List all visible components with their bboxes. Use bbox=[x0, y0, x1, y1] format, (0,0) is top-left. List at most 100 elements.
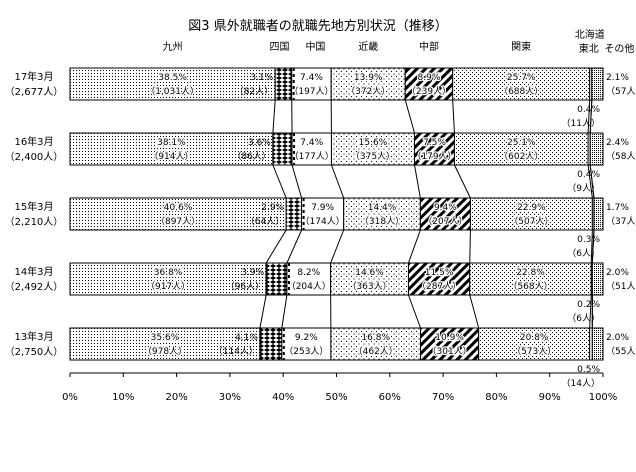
x-tick-label: 90% bbox=[539, 392, 561, 403]
data-label-count: （11人） bbox=[562, 118, 600, 129]
bars bbox=[69, 67, 604, 361]
bar-segment bbox=[330, 262, 409, 296]
legend-label: 中国 bbox=[305, 40, 325, 53]
connector-line bbox=[469, 229, 471, 264]
bar-segment bbox=[469, 197, 593, 231]
data-label-count: （568人） bbox=[508, 281, 552, 292]
data-label-count: （301人） bbox=[428, 346, 472, 357]
x-tick-label: 100% bbox=[589, 392, 618, 403]
category-total-label: （2,677人） bbox=[5, 86, 64, 98]
connector-line bbox=[452, 99, 455, 134]
data-label-count: （58人） bbox=[606, 151, 636, 162]
data-label-percent: 9.4% bbox=[434, 203, 457, 213]
bar-segment bbox=[330, 327, 422, 361]
legend-label: 近畿 bbox=[358, 40, 378, 53]
data-label-percent: 15.6% bbox=[359, 138, 388, 148]
x-tick-label: 80% bbox=[485, 392, 507, 403]
data-label-percent: 4.1% bbox=[235, 333, 258, 343]
data-label-count: （6人） bbox=[567, 313, 600, 324]
data-label-count: （462人） bbox=[354, 346, 398, 357]
data-label-count: （914人） bbox=[149, 151, 193, 162]
connector-line bbox=[286, 229, 303, 264]
x-tick-label: 0% bbox=[62, 392, 78, 403]
data-label-percent: 36.8% bbox=[154, 268, 183, 278]
data-label-percent: 0.4% bbox=[577, 170, 600, 180]
data-label-count: （602人） bbox=[499, 151, 543, 162]
category-year-label: 15年3月 bbox=[14, 200, 53, 213]
data-label-count: （917人） bbox=[146, 281, 190, 292]
bar-segment bbox=[69, 327, 261, 361]
connector-line bbox=[407, 294, 422, 329]
legend-label: 四国 bbox=[269, 41, 289, 53]
connector-line bbox=[281, 294, 288, 329]
x-tick-label: 50% bbox=[325, 392, 347, 403]
data-label-count: （9人） bbox=[567, 183, 600, 194]
bar-segment bbox=[404, 67, 454, 101]
data-label-percent: 1.7% bbox=[606, 203, 629, 213]
data-label-percent: 2.1% bbox=[606, 73, 629, 83]
data-label-count: （64人） bbox=[246, 216, 284, 227]
data-label-count: （82人） bbox=[235, 86, 273, 97]
bar-segment bbox=[478, 327, 591, 361]
data-label-percent: 0.3% bbox=[577, 235, 600, 245]
category-year-label: 13年3月 bbox=[14, 330, 53, 343]
data-label-percent: 35.6% bbox=[151, 333, 180, 343]
bar-segment bbox=[330, 67, 406, 101]
data-label-percent: 10.9% bbox=[435, 333, 464, 343]
data-label-percent: 25.7% bbox=[507, 73, 536, 83]
legend-label: 関東 bbox=[511, 40, 531, 53]
data-label-count: （207人） bbox=[423, 216, 467, 227]
data-label-percent: 3.9% bbox=[241, 268, 264, 278]
connector-line bbox=[404, 99, 415, 134]
bar-segment bbox=[343, 197, 421, 231]
category-year-label: 14年3月 bbox=[14, 265, 53, 278]
bar-segment bbox=[286, 262, 332, 296]
data-label-count: （14人） bbox=[562, 378, 600, 389]
data-label-percent: 22.8% bbox=[516, 268, 545, 278]
bar-segment bbox=[591, 262, 604, 296]
data-label-count: （287人） bbox=[417, 281, 461, 292]
connector-line bbox=[272, 164, 287, 199]
x-tick-label: 40% bbox=[272, 392, 294, 403]
data-label-percent: 40.6% bbox=[164, 203, 193, 213]
bar-segment bbox=[291, 132, 332, 166]
data-label-percent: 2.9% bbox=[261, 203, 284, 213]
data-label-percent: 14.4% bbox=[368, 203, 397, 213]
connector-line bbox=[587, 164, 593, 199]
data-label-count: （177人） bbox=[290, 151, 334, 162]
legend-label: 中部 bbox=[419, 40, 439, 53]
segment-connectors bbox=[259, 99, 595, 329]
data-label-percent: 7.4% bbox=[300, 73, 323, 83]
data-label-count: （86人） bbox=[232, 151, 270, 162]
data-label-percent: 14.6% bbox=[355, 268, 384, 278]
data-label-count: （573人） bbox=[512, 346, 556, 357]
data-label-percent: 2.4% bbox=[606, 138, 629, 148]
data-label-percent: 38.5% bbox=[158, 73, 187, 83]
bar-segment bbox=[469, 262, 592, 296]
connector-line bbox=[589, 164, 595, 199]
data-label-count: （897人） bbox=[156, 216, 200, 227]
connector-line bbox=[587, 99, 591, 134]
data-label-percent: 11.5% bbox=[425, 268, 454, 278]
data-label-percent: 0.5% bbox=[577, 365, 600, 375]
data-label-percent: 2.0% bbox=[606, 268, 629, 278]
data-label-percent: 3.1% bbox=[250, 73, 273, 83]
connector-line bbox=[590, 229, 593, 264]
data-label-count: （197人） bbox=[289, 86, 333, 97]
legend-label: 北海道 bbox=[575, 28, 605, 41]
bar-segment bbox=[452, 67, 591, 101]
x-tick-label: 70% bbox=[432, 392, 454, 403]
connector-line bbox=[589, 294, 592, 329]
bar-segment bbox=[69, 132, 274, 166]
data-label-percent: 25.1% bbox=[507, 138, 536, 148]
legend-label: その他 bbox=[604, 42, 634, 55]
connector-line bbox=[407, 229, 421, 264]
data-label-percent: 0.2% bbox=[577, 300, 600, 310]
category-total-label: （2,492人） bbox=[5, 281, 64, 293]
data-label-count: （179人） bbox=[412, 151, 456, 162]
data-label-percent: 16.8% bbox=[361, 333, 390, 343]
connector-line bbox=[589, 99, 593, 134]
data-label-count: （55人） bbox=[606, 346, 636, 357]
data-label-percent: 38.1% bbox=[157, 138, 186, 148]
